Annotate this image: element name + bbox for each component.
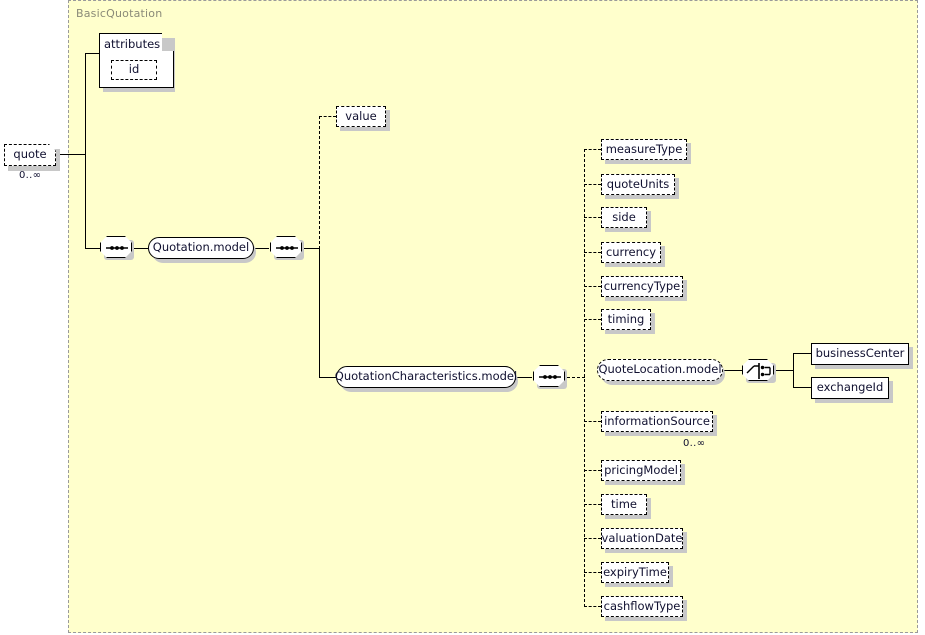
connector-branch-up-to-value <box>319 116 320 249</box>
model-quotation[interactable]: Quotation.model <box>148 237 254 259</box>
connector-quotelocation-to-choice <box>724 370 742 371</box>
attribute-id-label: id <box>128 62 140 77</box>
connector-quote-to-spine <box>57 154 85 155</box>
element-businesscenter-label: businessCenter <box>815 346 905 361</box>
connector-stub-quoteunits <box>584 184 601 185</box>
element-informationsource-label: informationSource <box>604 413 710 428</box>
element-timing-label: timing <box>607 311 645 326</box>
connector-spine-to-seq1 <box>85 248 103 249</box>
connector-quotation-model-to-seq2 <box>254 248 269 249</box>
model-quote-location[interactable]: QuoteLocation.model <box>597 359 723 381</box>
element-valuationdate-label: valuationDate <box>601 530 683 545</box>
element-quote[interactable]: quote <box>4 144 56 166</box>
element-informationsource[interactable]: informationSource <box>601 411 713 432</box>
connector-characteristics-to-seq3 <box>516 377 532 378</box>
element-quoteunits-label: quoteUnits <box>606 176 670 191</box>
group-panel-basicquotation <box>68 0 918 633</box>
element-businesscenter[interactable]: businessCenter <box>811 343 909 365</box>
connector-stub-side <box>584 217 601 218</box>
model-quotation-characteristics[interactable]: QuotationCharacteristics.model <box>334 366 518 388</box>
connector-seq1-to-quotation-model <box>131 248 148 249</box>
element-value-label: value <box>345 108 377 123</box>
model-quotation-label: Quotation.model <box>152 240 250 255</box>
model-quotation-characteristics-label: QuotationCharacteristics.model <box>334 369 518 384</box>
connector-branch-down-to-characteristics <box>319 248 320 378</box>
element-pricingmodel-label: pricingModel <box>604 462 678 477</box>
element-exchangeid-label: exchangeId <box>816 380 884 395</box>
element-cashflowtype-label: cashflowType <box>603 598 681 613</box>
connector-fork-to-businesscenter <box>793 353 811 354</box>
connector-seq3-to-trunk <box>567 377 585 378</box>
element-expirytime-label: expiryTime <box>603 564 667 579</box>
connector-stub-informationsource <box>584 421 601 422</box>
connector-stub-time <box>584 504 601 505</box>
connector-stub-measuretype <box>584 149 601 150</box>
connector-stub-pricingmodel <box>584 470 601 471</box>
element-quote-label: quote <box>13 147 47 162</box>
connector-choice-fork-vertical <box>793 353 794 388</box>
sequence-icon-1[interactable] <box>100 236 132 258</box>
element-time-label: time <box>611 496 637 511</box>
connector-spine-to-attributes <box>85 53 101 54</box>
element-currencytype-label: currencyType <box>603 278 681 293</box>
attribute-id[interactable]: id <box>111 60 157 80</box>
element-time[interactable]: time <box>601 494 647 515</box>
connector-characteristics-trunk <box>584 149 585 607</box>
element-informationsource-cardinality: 0..∞ <box>683 438 706 449</box>
connector-stub-valuationdate <box>584 538 601 539</box>
group-title: BasicQuotation <box>76 7 163 20</box>
connector-stub-timing <box>584 319 601 320</box>
element-timing[interactable]: timing <box>601 309 651 330</box>
element-cashflowtype[interactable]: cashflowType <box>601 596 683 617</box>
connector-choice-to-fork <box>776 370 793 371</box>
element-exchangeid[interactable]: exchangeId <box>811 377 889 399</box>
connector-fork-to-exchangeid <box>793 387 811 388</box>
connector-seq2-to-branch <box>303 248 319 249</box>
element-currency[interactable]: currency <box>601 242 661 263</box>
connector-stub-expirytime <box>584 572 601 573</box>
element-measuretype-label: measureType <box>605 141 683 156</box>
choice-icon[interactable] <box>742 359 774 381</box>
element-value[interactable]: value <box>336 106 386 127</box>
sequence-icon-2[interactable] <box>270 236 302 258</box>
element-quoteunits[interactable]: quoteUnits <box>601 174 675 195</box>
attributes-compartment-label: attributes <box>104 37 161 51</box>
element-currencytype[interactable]: currencyType <box>601 276 683 297</box>
connector-spine-vertical <box>85 53 86 248</box>
sequence-icon-3[interactable] <box>533 365 565 387</box>
element-valuationdate[interactable]: valuationDate <box>601 528 683 549</box>
connector-stub-currencytype <box>584 286 601 287</box>
element-currency-label: currency <box>605 244 657 259</box>
element-side-label: side <box>612 209 636 224</box>
connector-stub-currency <box>584 252 601 253</box>
model-quote-location-label: QuoteLocation.model <box>598 362 722 377</box>
quote-cardinality: 0..∞ <box>19 170 42 181</box>
element-expirytime[interactable]: expiryTime <box>601 562 669 583</box>
element-measuretype[interactable]: measureType <box>601 139 687 160</box>
connector-stub-characteristics <box>319 377 336 378</box>
connector-stub-cashflowtype <box>584 606 601 607</box>
element-pricingmodel[interactable]: pricingModel <box>601 460 681 481</box>
connector-stub-value <box>319 116 336 117</box>
element-side[interactable]: side <box>601 207 647 228</box>
